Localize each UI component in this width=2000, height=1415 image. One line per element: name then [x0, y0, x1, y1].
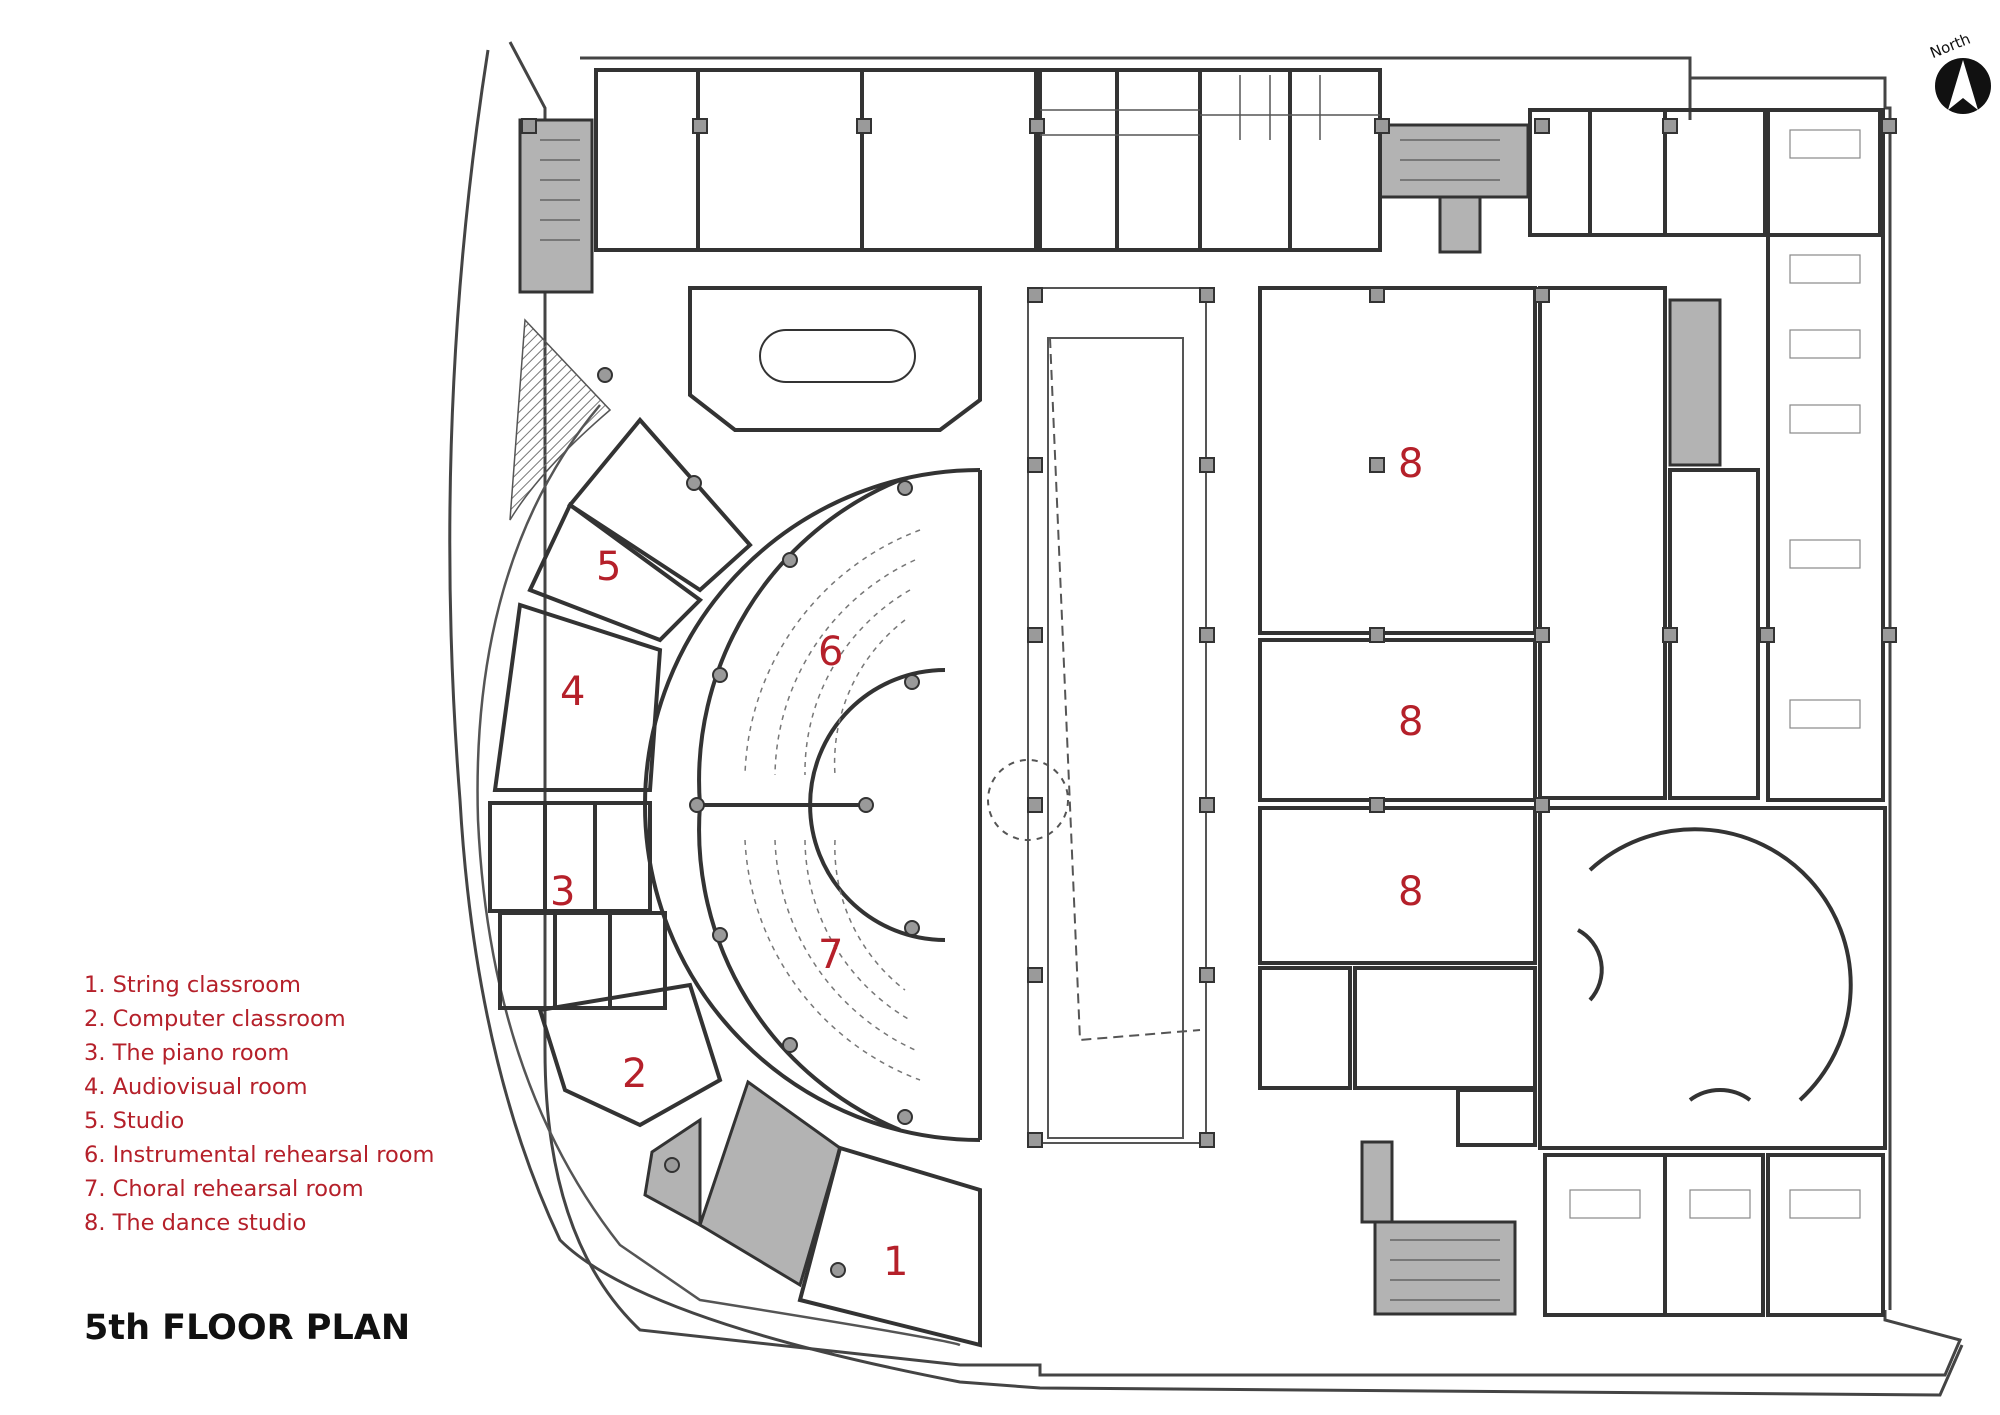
legend-item: 2. Computer classroom — [84, 1006, 346, 1032]
legend-item: 4. Audiovisual room — [84, 1074, 308, 1100]
north-label: North — [1927, 30, 1973, 62]
room-number-2: 2 — [622, 1051, 647, 1097]
room-number-8-north: 8 — [1398, 441, 1423, 487]
room-legend: 1. String classroom 2. Computer classroo… — [84, 968, 434, 1240]
room-number-4: 4 — [560, 669, 585, 715]
north-rooms — [594, 68, 1882, 252]
facade-hatch — [509, 318, 612, 521]
structural-columns — [521, 118, 1897, 1148]
legend-item: 7. Choral rehearsal room — [84, 1176, 364, 1202]
room-number-3: 3 — [550, 869, 575, 915]
toilet-stalls — [1040, 75, 1380, 140]
room-number-1: 1 — [883, 1239, 908, 1285]
room-number-7: 7 — [818, 932, 843, 978]
service-cores — [518, 118, 1722, 1316]
office-desks — [1569, 129, 1861, 1219]
legend-item: 8. The dance studio — [84, 1210, 307, 1236]
legend-item: 6. Instrumental rehearsal room — [84, 1142, 435, 1168]
legend-item: 3. The piano room — [84, 1040, 290, 1066]
room-number-6: 6 — [818, 629, 843, 675]
atrium — [987, 287, 1207, 1144]
plan-title: 5th FLOOR PLAN — [84, 1308, 411, 1348]
room-number-8-middle: 8 — [1398, 699, 1423, 745]
meeting-room — [688, 286, 982, 432]
room-number-5: 5 — [596, 544, 621, 590]
east-block-walls — [1258, 108, 1887, 1317]
legend-item: 1. String classroom — [84, 972, 301, 998]
round-columns — [597, 367, 920, 1278]
round-room — [1577, 827, 1853, 1102]
room-number-8-south: 8 — [1398, 869, 1423, 915]
stair-lines — [540, 139, 1500, 1301]
auditorium-seating — [744, 529, 921, 1081]
curtain-wall — [476, 404, 961, 1347]
building-envelope — [448, 41, 1964, 1397]
north-arrow-icon — [1935, 58, 1991, 114]
west-classrooms — [488, 416, 982, 1348]
legend-item: 5. Studio — [84, 1108, 185, 1134]
